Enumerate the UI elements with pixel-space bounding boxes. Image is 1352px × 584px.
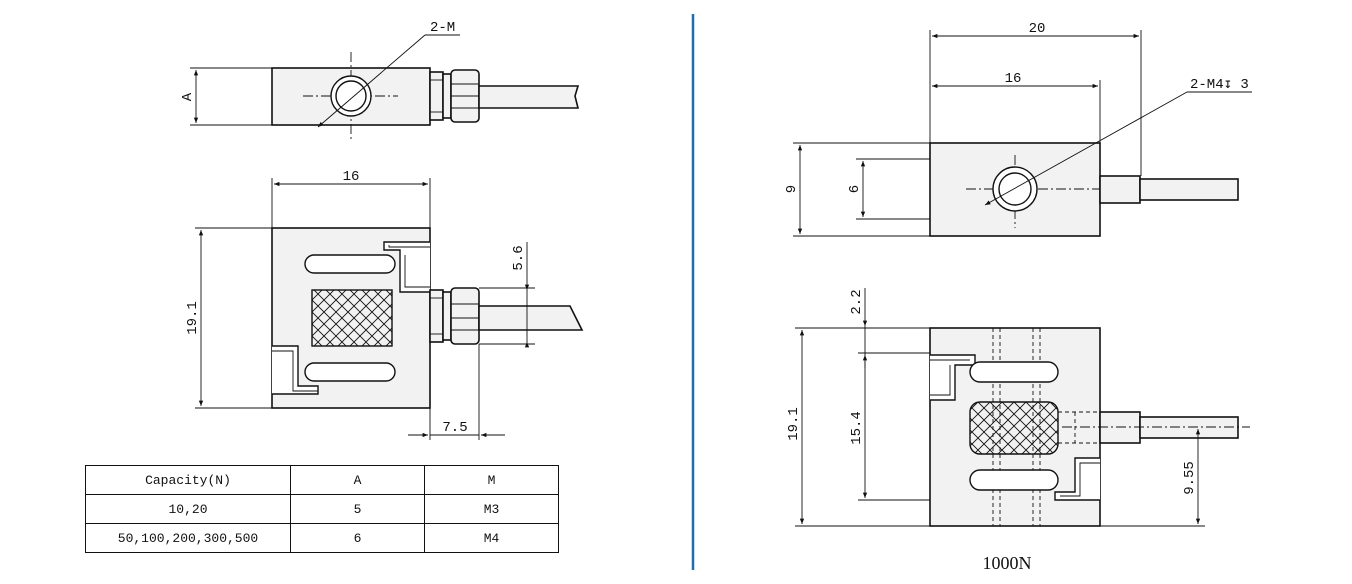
dim-20: 20 — [1029, 21, 1046, 37]
slot-upper — [304, 254, 396, 274]
left-top-cable — [478, 85, 580, 109]
dim-9-55: 9.55 — [1182, 461, 1198, 495]
table-header-m: M — [424, 465, 559, 495]
label-a: A — [180, 92, 196, 101]
right-top-gland — [1099, 175, 1141, 204]
left-top-view: A 2-M — [180, 20, 580, 140]
dim-15-4: 15.4 — [849, 411, 865, 445]
right-front-gland — [1099, 411, 1141, 444]
right-thread-hole-inner — [998, 172, 1032, 206]
left-front-nut — [450, 287, 480, 345]
right-slot-upper — [969, 361, 1059, 383]
table-cell-a: 5 — [290, 494, 425, 524]
right-front-view: 2.2 19.1 15.4 9.55 1000N — [786, 288, 1250, 573]
model-caption: 1000N — [983, 553, 1032, 573]
dim-5-6: 5.6 — [511, 245, 527, 270]
table-header-capacity: Capacity(N) — [85, 465, 291, 495]
strain-gauge-area — [311, 289, 393, 347]
dim-6: 6 — [847, 185, 863, 193]
label-thread: 2-M4↧ 3 — [1190, 77, 1249, 93]
left-front-view: 16 19.1 5.6 7.5 — [185, 169, 584, 440]
right-strain-gauge-area — [969, 401, 1059, 455]
dim-19-1-left: 19.1 — [185, 301, 201, 335]
left-top-gland — [429, 71, 444, 121]
capacity-table: Capacity(N) A M 10,20 5 M3 50,100,200,30… — [85, 465, 559, 553]
dim-16-left: 16 — [343, 169, 360, 185]
dim-19-1-right: 19.1 — [786, 407, 802, 441]
table-row: 50,100,200,300,500 6 M4 — [85, 523, 559, 553]
table-row: 10,20 5 M3 — [85, 494, 559, 524]
right-top-cable — [1139, 178, 1239, 201]
slot-lower — [304, 362, 396, 382]
dim-9: 9 — [784, 185, 800, 193]
dim-16-right: 16 — [1005, 71, 1022, 87]
dim-7-5: 7.5 — [442, 420, 467, 436]
thread-hole-inner — [335, 80, 367, 112]
table-cell-capacity: 10,20 — [85, 494, 291, 524]
table-header-a: A — [290, 465, 425, 495]
table-header-row: Capacity(N) A M — [85, 465, 559, 495]
dim-2-2: 2.2 — [849, 289, 865, 314]
table-cell-a: 6 — [290, 523, 425, 553]
table-cell-m: M3 — [424, 494, 559, 524]
table-cell-m: M4 — [424, 523, 559, 553]
left-front-cable — [478, 305, 584, 331]
right-front-cable — [1139, 416, 1239, 439]
right-top-view: 20 16 2-M4↧ 3 9 6 — [784, 21, 1252, 237]
label-2m: 2-M — [430, 20, 455, 36]
right-slot-lower — [969, 469, 1059, 491]
table-cell-capacity: 50,100,200,300,500 — [85, 523, 291, 553]
